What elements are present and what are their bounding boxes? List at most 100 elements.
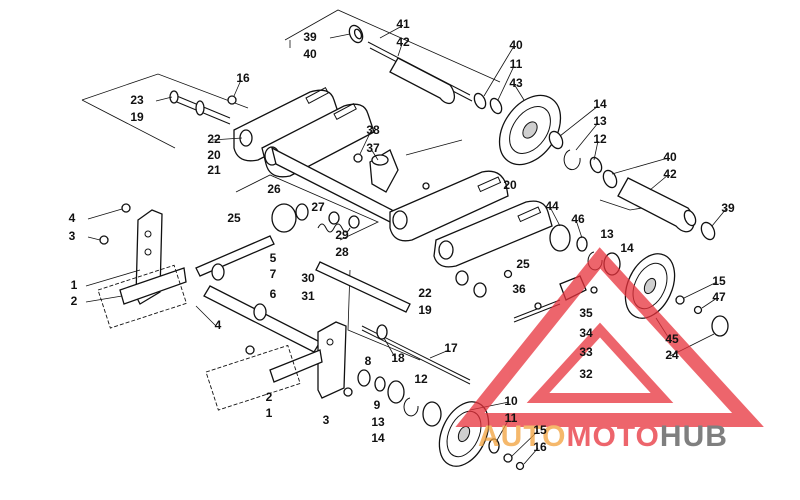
callout-label: 18 (391, 351, 405, 365)
leader-39 (329, 33, 351, 39)
bolt-17 (361, 324, 471, 385)
washer-15-lower (503, 453, 513, 463)
block-37-top (371, 154, 389, 166)
callout-label: 20 (207, 148, 221, 162)
leader-43 (513, 83, 525, 101)
callout-label: 42 (396, 35, 410, 49)
plane-axle (347, 269, 421, 361)
arm-slot-lower (333, 102, 357, 120)
callout-label: 36 (512, 282, 526, 296)
wheel-43-hub (522, 121, 538, 139)
leader-1 (85, 269, 141, 287)
nut-33 (534, 302, 542, 310)
rail-stub-lower (205, 344, 301, 411)
leader-42b (649, 174, 669, 191)
left-shaft-23 (169, 90, 237, 125)
nut-29 (348, 215, 360, 229)
wheel-43 (498, 94, 562, 166)
nut-4-lower (245, 345, 255, 355)
bearing-14-upper (548, 130, 564, 150)
bracket-1-lower (317, 321, 347, 399)
plate-2-upper (119, 267, 187, 305)
plane-upper (284, 9, 501, 83)
leader-39b (711, 208, 727, 227)
callout-label: 28 (335, 245, 349, 259)
callout-label: 2 (71, 294, 78, 308)
callout-label: 39 (303, 30, 317, 44)
plane-upper-right (405, 139, 463, 156)
leader-3 (87, 236, 101, 241)
bearing-12-lower (387, 380, 405, 404)
callout-label: 47 (712, 290, 726, 304)
callout-label: 13 (371, 415, 385, 429)
rear-bushing-lower (438, 240, 454, 260)
bumper-44 (549, 224, 571, 252)
cap-24 (711, 315, 729, 337)
callout-label: 20 (503, 178, 517, 192)
washer-39-upper-hole (353, 28, 363, 40)
lower-shafts (195, 235, 411, 353)
bushing-19-lower (473, 282, 487, 298)
callout-label: 17 (444, 341, 458, 355)
callout-label: 23 (130, 93, 144, 107)
bracket-1-hole-a (144, 230, 152, 238)
washer-11-upper (489, 97, 503, 115)
callout-label: 2 (266, 390, 273, 404)
bolt-3-lower (343, 387, 353, 397)
washer-27 (328, 211, 340, 225)
reference-planes (81, 9, 661, 361)
washer-9 (374, 376, 386, 392)
callout-label: 12 (593, 132, 607, 146)
lower-tube-42 (548, 130, 716, 241)
callout-label: 35 (579, 306, 593, 320)
leader-lines (85, 25, 727, 465)
plane-spring (235, 174, 379, 241)
leader-47 (701, 297, 718, 309)
bearing-14-lower (422, 401, 442, 427)
bolt-47 (693, 305, 703, 315)
callout-label: 44 (545, 199, 559, 213)
callout-label: 12 (414, 372, 428, 386)
watermark: AUTOMOTOHUB (455, 247, 764, 453)
bracket-1-lower-hole (326, 338, 334, 346)
callout-label: 16 (236, 71, 250, 85)
callout-label: 14 (620, 241, 634, 255)
bushing-22-lower (455, 270, 469, 286)
spring-assembly (271, 203, 360, 233)
bumper-25 (271, 203, 297, 233)
bearing-40-lower-end (683, 209, 697, 227)
bolt-3-upper (99, 235, 109, 245)
callout-label: 10 (504, 394, 518, 408)
spacer-12-upper (589, 156, 603, 174)
leader-22 (211, 137, 243, 141)
leader-12 (593, 140, 599, 161)
collar-7 (211, 263, 225, 281)
collar-6 (253, 303, 267, 321)
callout-label: 14 (593, 97, 607, 111)
arm-plate-rear-lower (433, 200, 553, 268)
callout-label: 43 (509, 76, 523, 90)
leader-2 (85, 295, 123, 303)
callout-label: 27 (311, 200, 325, 214)
watermark-triangle (455, 247, 764, 427)
callout-label: 9 (374, 398, 381, 412)
wheel-43-inner (509, 106, 551, 154)
callout-label: 25 (516, 257, 530, 271)
tube-42-lower (617, 177, 695, 233)
callout-label: 32 (579, 367, 593, 381)
lower-bearing-stack (357, 369, 442, 427)
washer-11-lower (488, 438, 500, 454)
arm-plate-rear-upper (389, 170, 509, 242)
leader-14 (559, 105, 599, 137)
rear-slot-upper (477, 176, 502, 193)
leader-18 (383, 337, 397, 360)
watermark-brand-part3: HUB (660, 420, 728, 453)
washer-39-lower (700, 221, 716, 241)
shaft-23-collar (195, 100, 205, 116)
callout-label: 29 (335, 228, 349, 242)
leader-38 (359, 130, 372, 155)
shaft-23-end (169, 90, 179, 104)
callout-label: 16 (533, 440, 547, 454)
bolt-16-upper (227, 95, 237, 105)
